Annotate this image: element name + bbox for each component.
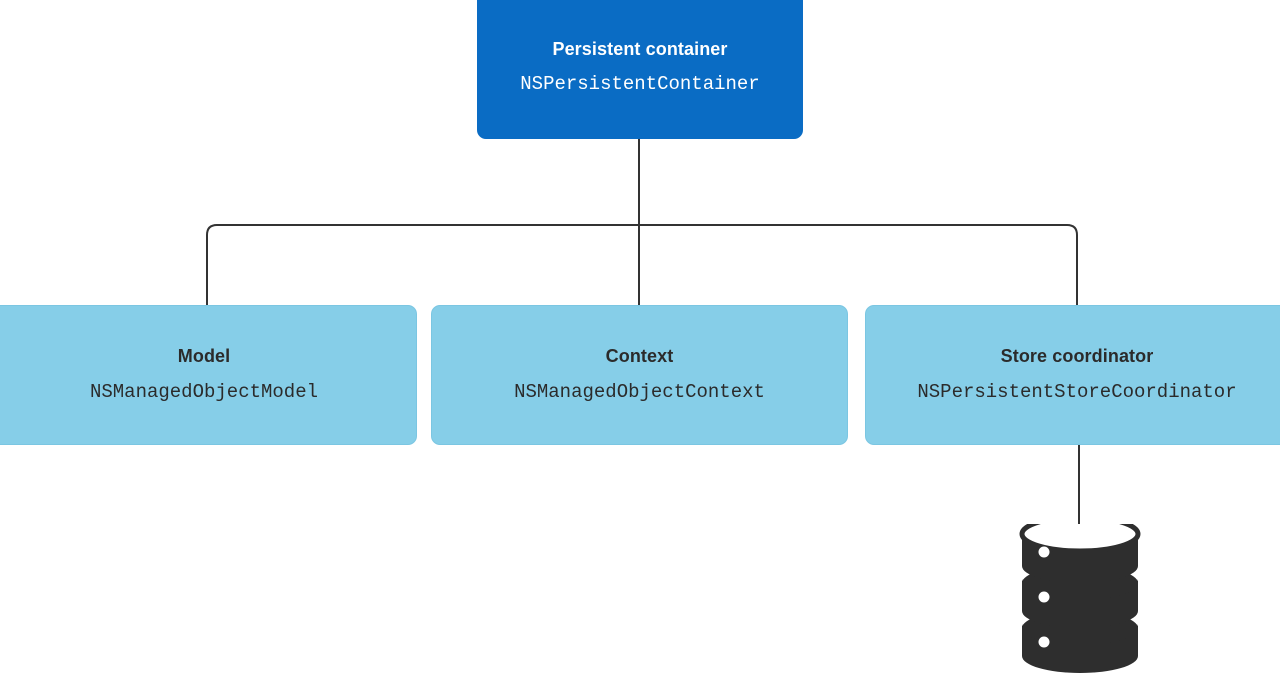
database-stack-icon [1019, 524, 1141, 673]
node-store-coordinator[interactable]: Store coordinator NSPersistentStoreCoord… [865, 305, 1280, 445]
node-title: Persistent container [552, 38, 728, 59]
node-class-name: NSPersistentStoreCoordinator [917, 380, 1237, 403]
node-title: Context [605, 346, 674, 367]
node-class-name: NSPersistentContainer [520, 73, 760, 96]
database-tier-top [1019, 524, 1141, 583]
edge-container-to-model [206, 224, 1078, 305]
node-title: Model [177, 346, 231, 367]
node-model[interactable]: Model NSManagedObjectModel [0, 305, 417, 445]
node-persistent-container[interactable]: Persistent container NSPersistentContain… [477, 0, 803, 139]
node-context[interactable]: Context NSManagedObjectContext [431, 305, 848, 445]
node-class-name: NSManagedObjectContext [514, 380, 765, 403]
node-class-name: NSManagedObjectModel [89, 380, 319, 403]
node-title: Store coordinator [1000, 346, 1154, 367]
